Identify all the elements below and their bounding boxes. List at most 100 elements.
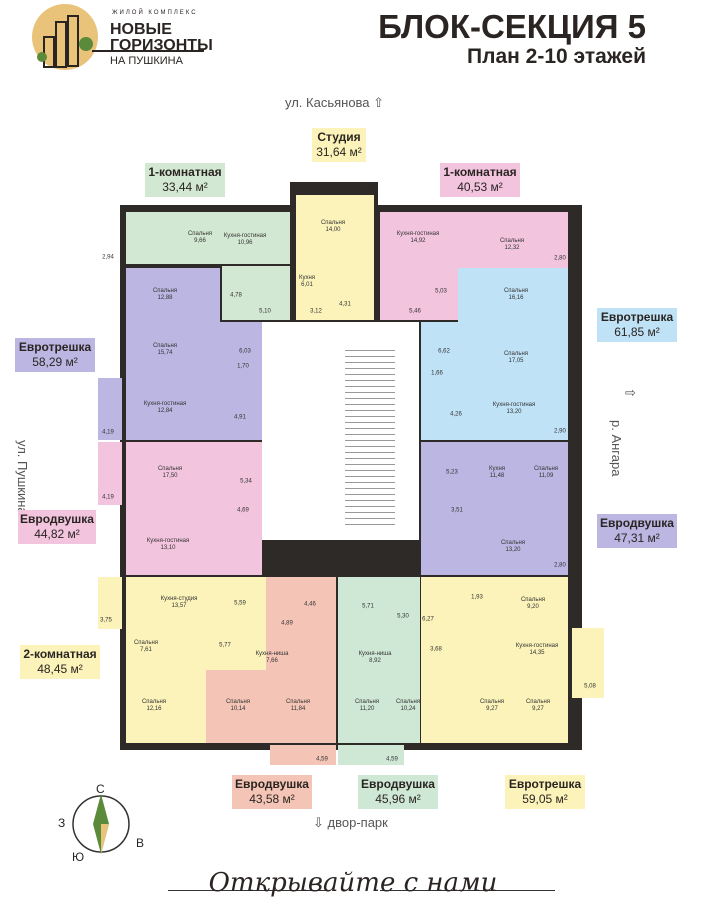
room-label: 2,80 [554, 256, 566, 263]
arrow-up-icon: ⇧ [373, 95, 385, 110]
apartment-area[interactable] [266, 577, 336, 670]
room-area: 3,12 [310, 308, 322, 315]
room-area: 2,80 [554, 255, 566, 262]
room-area: 5,71 [362, 603, 374, 610]
room-area: 1,93 [471, 594, 483, 601]
room-area: 4,59 [316, 756, 328, 763]
room-area: 3,75 [100, 617, 112, 624]
arrow-right-icon: ⇨ [625, 385, 636, 400]
apartment-area[interactable] [421, 577, 568, 743]
room-name: Спальня [479, 699, 505, 705]
room-name: Спальня [499, 238, 525, 244]
room-name: Кухня-гостиная [396, 231, 440, 237]
apartment-area[interactable] [421, 442, 568, 575]
room-label: 5,77 [219, 643, 231, 650]
apartment-area[interactable] [458, 268, 568, 322]
room-label: 5,34 [240, 479, 252, 486]
room-label: 6,62 [438, 349, 450, 356]
footer-line-right [380, 890, 555, 891]
apartment-area[interactable] [338, 745, 404, 765]
room-area: 12,84 [157, 408, 173, 414]
apartment-area[interactable] [126, 268, 220, 322]
room-label: 5,30 [397, 614, 409, 621]
apartment-area[interactable] [572, 628, 604, 698]
apartment-area[interactable] [126, 212, 290, 264]
room-name: Кухня-гостиная [492, 402, 536, 408]
apartment-area[interactable] [126, 442, 262, 575]
apartment-area[interactable] [270, 745, 336, 765]
room-name: Кухня-ниша [255, 651, 289, 657]
room-name: Спальня [354, 699, 380, 705]
apartment-area[interactable] [380, 268, 458, 320]
room-name: Кухня [298, 275, 316, 281]
room-label: 4,89 [281, 621, 293, 628]
apartment-area[interactable] [296, 195, 374, 320]
stairs [345, 345, 395, 525]
room-area: 4,46 [304, 601, 316, 608]
room-area: 4,26 [450, 411, 462, 418]
room-name: Спальня [395, 699, 421, 705]
logo-divider [92, 50, 204, 52]
apartment-type: Евротрешка [508, 777, 582, 791]
room-area: 6,27 [422, 616, 434, 623]
room-area: 10,96 [237, 240, 253, 246]
room-area: 6,03 [239, 348, 251, 355]
logo-buildings-icon [37, 15, 93, 68]
room-label: 5,46 [409, 309, 421, 316]
apartment-area[interactable] [222, 266, 290, 320]
room-area: 14,35 [529, 650, 545, 656]
apartment-area[interactable] [98, 442, 122, 505]
apartment-area[interactable] [338, 577, 420, 743]
room-area: 4,19 [102, 494, 114, 501]
logo-name-2: ГОРИЗОНТЫ [110, 37, 213, 54]
apartment-area[interactable] [98, 577, 122, 629]
room-label: 5,23 [446, 470, 458, 477]
room-name: Спальня [285, 699, 311, 705]
room-area: 5,08 [584, 683, 596, 690]
apartment-area-value: 47,31 м² [614, 531, 660, 545]
room-label: 5,10 [259, 309, 271, 316]
room-name: Спальня [503, 288, 529, 294]
apartment-area[interactable] [98, 378, 122, 440]
room-name: Спальня [152, 288, 178, 294]
room-name: Спальня [500, 540, 526, 546]
apartment-type: Евродвушка [235, 777, 309, 791]
apartment-area[interactable] [126, 322, 262, 440]
apartment-area-value: 48,45 м² [37, 662, 83, 676]
apartment-area[interactable] [380, 212, 568, 268]
room-name: Кухня-ниша [358, 651, 392, 657]
apartment-area-value: 58,29 м² [32, 355, 78, 369]
apartment-type: Евродвушка [361, 777, 435, 791]
compass-west: З [58, 816, 66, 830]
room-area: 13,10 [160, 545, 176, 551]
apartment-area-value: 43,58 м² [249, 792, 295, 806]
room-label: 4,46 [304, 602, 316, 609]
apartment-area[interactable] [206, 670, 336, 743]
room-name: Кухня-гостиная [515, 643, 559, 649]
apartment-area[interactable] [421, 322, 568, 440]
